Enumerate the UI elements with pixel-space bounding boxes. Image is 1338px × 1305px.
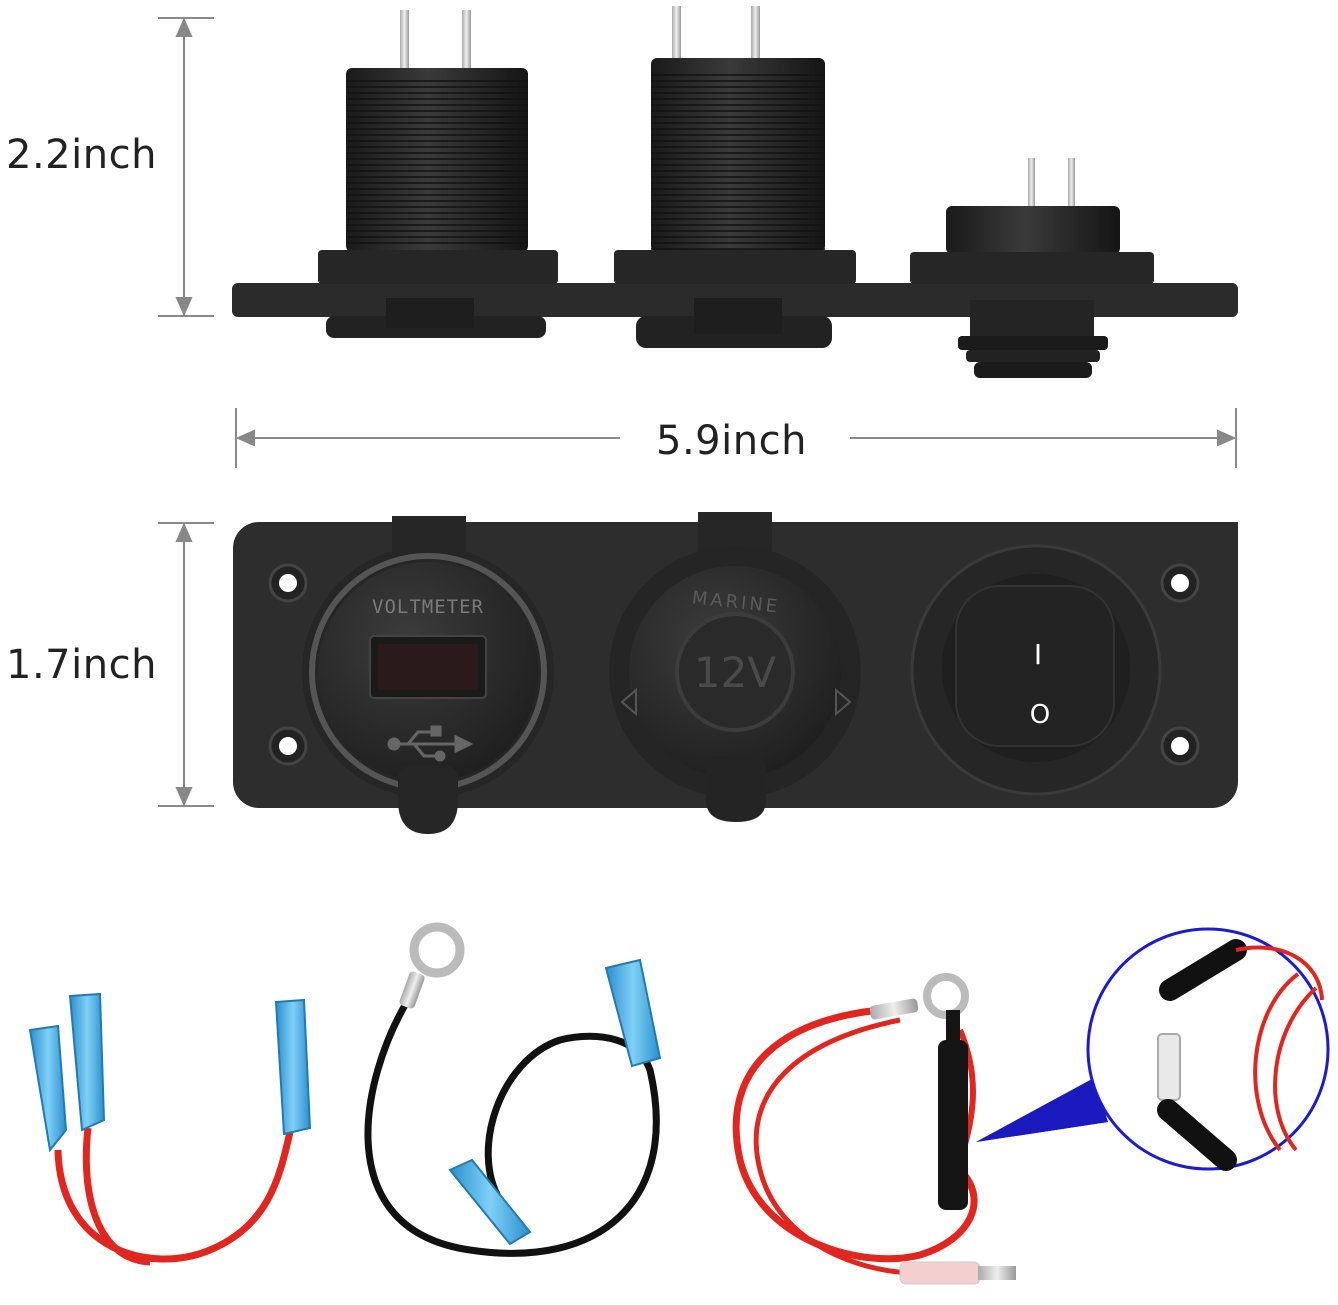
height-label-front: 1.7inch — [6, 642, 157, 688]
usb-icon — [387, 725, 474, 762]
height-dimension-top — [158, 17, 214, 317]
voltmeter-label: VOLTMETER — [372, 596, 484, 618]
socket-voltage-label: 12V — [693, 648, 777, 697]
panel-front-view — [233, 512, 1238, 834]
rocker-switch — [910, 522, 1238, 796]
red-fuse-wire — [732, 973, 1016, 1285]
width-label: 5.9inch — [656, 418, 807, 464]
black-ground-wire — [364, 922, 662, 1257]
fuse-detail-callout — [976, 927, 1330, 1171]
width-dimension — [235, 408, 1237, 468]
voltmeter-usb-socket — [302, 516, 554, 834]
mounting-hole-icon — [268, 563, 1200, 766]
height-label-top: 2.2inch — [6, 132, 157, 178]
switch-on-mark: I — [1033, 638, 1043, 671]
switch-off-mark: O — [1029, 700, 1051, 730]
height-dimension-front — [158, 522, 214, 807]
blue-terminal-icon — [28, 992, 312, 1153]
panel-side-view — [232, 6, 1238, 378]
cigarette-socket-12v — [609, 512, 861, 822]
red-jumper-wires — [28, 992, 312, 1266]
